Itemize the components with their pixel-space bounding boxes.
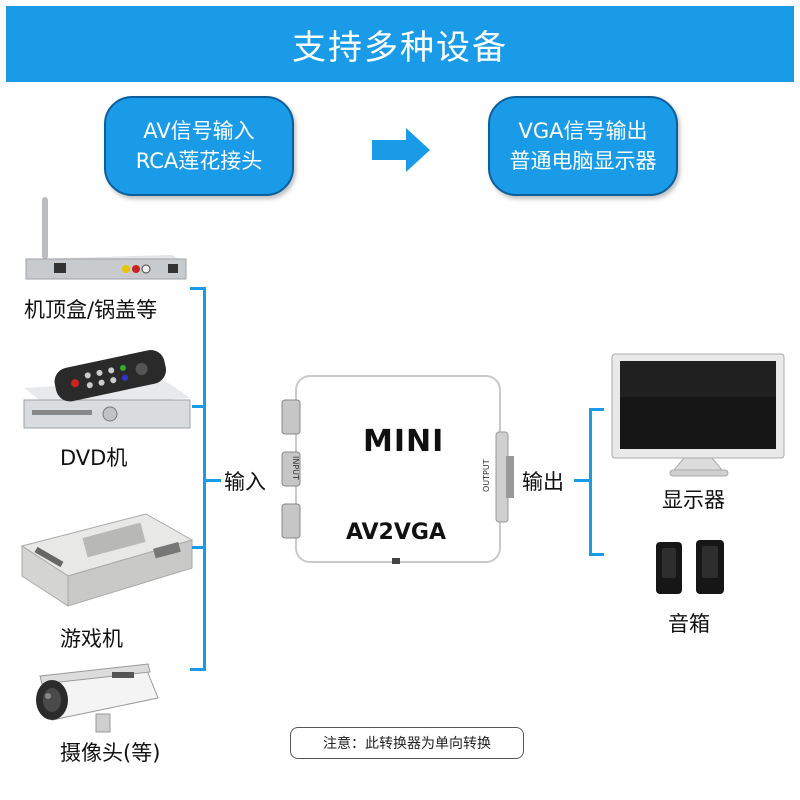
input-bracket-tick [205, 479, 221, 482]
output-bracket-tick [574, 479, 590, 482]
input-bracket [190, 287, 206, 671]
device-port-in: INPUT [291, 456, 300, 480]
av2vga-converter [281, 375, 514, 564]
input-bracket-tick [192, 546, 206, 549]
input-bracket-tick [192, 405, 206, 408]
output-label-speakers: 音箱 [668, 612, 710, 636]
device-model: AV2VGA [346, 520, 446, 545]
device-brand: MINI [363, 424, 445, 459]
set-top-box-icon [25, 197, 188, 280]
output-label: 输出 [522, 470, 564, 494]
game-console-icon [20, 513, 194, 607]
av-input-line2: RCA莲花接头 [135, 149, 263, 173]
source-label-dvd: DVD机 [60, 446, 128, 470]
banner-title: 支持多种设备 [292, 27, 508, 68]
one-way-note: 注意：此转换器为单向转换 [290, 727, 524, 759]
output-label-monitor: 显示器 [662, 488, 725, 512]
speakers-icon [656, 540, 724, 594]
vga-output-line1: VGA信号输出 [518, 119, 648, 143]
vga-output-line2: 普通电脑显示器 [509, 149, 657, 173]
right-arrow-icon [372, 128, 430, 172]
device-port-out: OUTPUT [482, 459, 491, 492]
monitor-icon [611, 353, 785, 477]
av-input-line1: AV信号输入 [143, 119, 255, 143]
input-label: 输入 [224, 470, 266, 494]
banner: 支持多种设备 [6, 6, 794, 82]
source-label-camera: 摄像头(等) [60, 741, 161, 765]
source-label-stb: 机顶盒/锅盖等 [24, 298, 158, 322]
source-label-console: 游戏机 [60, 627, 123, 651]
camera-icon [36, 663, 159, 733]
av-input-bubble: AV信号输入 RCA莲花接头 [104, 96, 294, 196]
vga-output-bubble: VGA信号输出 普通电脑显示器 [488, 96, 678, 196]
output-bracket [589, 408, 604, 556]
dvd-player-icon [23, 350, 191, 429]
one-way-note-text: 注意：此转换器为单向转换 [323, 736, 491, 752]
